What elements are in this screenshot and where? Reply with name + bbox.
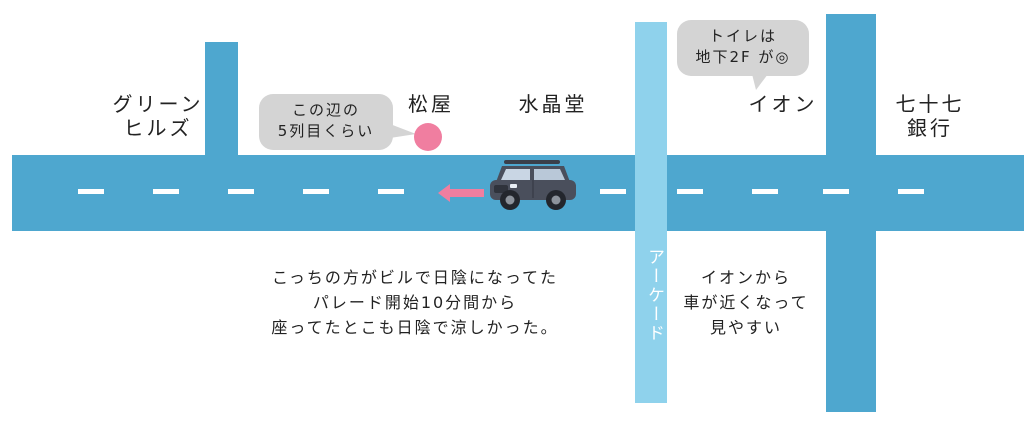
- bubble-toilet-line1: トイレは: [708, 27, 777, 45]
- arcade-street: [635, 22, 667, 403]
- arcade-label: アーケード: [644, 248, 664, 343]
- lane-dash: [153, 189, 179, 194]
- lane-dash: [752, 189, 778, 194]
- lane-dash: [378, 189, 404, 194]
- label-bank-line2: 銀行: [907, 116, 953, 140]
- label-bank: 七十七 銀行: [880, 92, 980, 140]
- bubble-viewing-spot-line2: 5列目くらい: [277, 122, 375, 140]
- label-matsuya: 松屋: [408, 92, 454, 116]
- label-green-hills-line1: グリーン: [112, 92, 204, 116]
- label-suishodo: 水晶堂: [518, 92, 588, 116]
- note-aeon-side-line2: 車が近くなって: [683, 293, 809, 312]
- note-aeon-side: イオンから 車が近くなって 見やすい: [676, 265, 816, 340]
- bubble-viewing-spot: この辺の 5列目くらい: [259, 94, 393, 150]
- lane-dash: [78, 189, 104, 194]
- note-aeon-side-line3: 見やすい: [709, 318, 782, 337]
- lane-dash: [303, 189, 329, 194]
- side-street-green-hills: [205, 42, 238, 157]
- lane-dash: [677, 189, 703, 194]
- note-shade-line2: パレード開始10分間から: [312, 293, 518, 312]
- note-shade: こっちの方がビルで日陰になってた パレード開始10分間から 座ってたとこも日陰で…: [230, 265, 600, 340]
- bubble-toilet: トイレは 地下2F が◎: [677, 20, 809, 76]
- arrow-left-icon: [438, 184, 484, 202]
- label-green-hills-line2: ヒルズ: [123, 116, 193, 140]
- note-shade-line1: こっちの方がビルで日陰になってた: [271, 268, 559, 287]
- label-green-hills: グリーン ヒルズ: [108, 92, 208, 140]
- car-icon: [490, 160, 576, 210]
- bubble-toilet-line2: 地下2F が◎: [695, 48, 791, 66]
- note-shade-line3: 座ってたとこも日陰で涼しかった。: [271, 318, 559, 337]
- bubble-viewing-spot-tail: [390, 124, 416, 138]
- bubble-toilet-tail: [752, 74, 768, 90]
- lane-dash: [228, 189, 254, 194]
- label-bank-line1: 七十七: [895, 92, 965, 116]
- lane-dash: [600, 189, 626, 194]
- lane-dash: [823, 189, 849, 194]
- location-dot: [414, 123, 442, 151]
- bubble-viewing-spot-line1: この辺の: [291, 101, 360, 119]
- note-aeon-side-line1: イオンから: [700, 268, 791, 287]
- lane-dash: [898, 189, 924, 194]
- side-street-bank: [826, 14, 876, 412]
- label-aeon: イオン: [748, 92, 818, 116]
